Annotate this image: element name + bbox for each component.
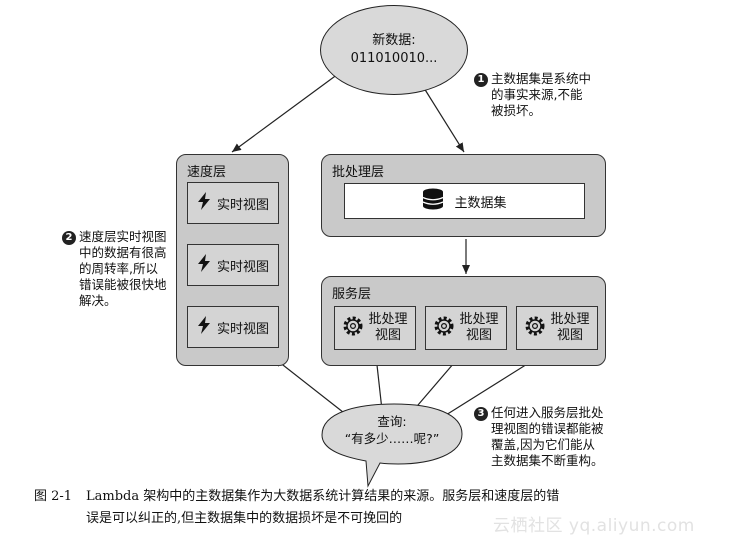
arrow-data-to-speed-layer: [231, 73, 339, 153]
batch-view-3-line-2: 视图: [556, 328, 583, 343]
batch-view-3-line-1: 批处理: [550, 312, 590, 327]
note-1-line-2: 的事实来源,不能: [491, 87, 583, 102]
realtime-view-3: 实时视图: [187, 306, 279, 348]
caption-line-1: Lambda 架构中的主数据集作为大数据系统计算结果的来源。服务层和速度层的错: [86, 489, 560, 504]
query-text: 查询: “有多少……呢?”: [328, 413, 456, 447]
note-2-line-4: 错误能被很快地: [79, 277, 167, 292]
batch-layer-panel: 批处理层 主数据集: [321, 154, 606, 237]
serving-layer-panel: 服务层 批处理 视图 批处理 视图 批处理 视图: [321, 276, 606, 366]
realtime-view-2-label: 实时视图: [216, 259, 269, 275]
figure-caption: 图 2-1 Lambda 架构中的主数据集作为大数据系统计算结果的来源。服务层和速…: [34, 486, 559, 530]
speed-layer-panel: 速度层 实时视图 实时视图 实时视图: [176, 154, 289, 366]
new-data-label: 新数据:: [372, 33, 416, 48]
realtime-view-2: 实时视图: [187, 244, 279, 286]
master-dataset-label: 主数据集: [454, 195, 507, 211]
note-2-badge: 2: [62, 231, 76, 245]
query-bubble: [321, 403, 463, 488]
batch-view-1: 批处理 视图: [334, 306, 416, 350]
realtime-view-1-label: 实时视图: [216, 197, 269, 213]
note-1-line-3: 被损坏。: [491, 103, 542, 118]
gear-icon: [524, 315, 546, 341]
speed-layer-title: 速度层: [187, 165, 227, 180]
realtime-view-3-label: 实时视图: [216, 321, 269, 337]
note-3-line-1: 任何进入服务层批处: [491, 405, 604, 420]
note-3-line-4: 主数据集不断重构。: [491, 453, 604, 468]
note-1-line-1: 主数据集是系统中: [491, 71, 592, 86]
figure-label: 图 2-1: [34, 489, 73, 504]
note-2-line-5: 解决。: [79, 293, 117, 308]
batch-view-1-line-2: 视图: [374, 328, 401, 343]
gear-icon: [433, 315, 455, 341]
new-data-bits: 011010010...: [350, 51, 438, 66]
query-label: 查询:: [377, 414, 407, 429]
batch-view-1-line-1: 批处理: [368, 312, 408, 327]
lightning-icon: [197, 192, 211, 214]
arrow-query-to-serving-view-3: [437, 355, 541, 421]
arrow-query-to-speed-layer: [273, 357, 349, 417]
watermark: 云栖社区 yq.aliyun.com: [493, 516, 695, 536]
note-3-badge: 3: [474, 407, 488, 421]
batch-view-3: 批处理 视图: [516, 306, 598, 350]
gear-icon: [342, 315, 364, 341]
serving-layer-title: 服务层: [332, 287, 372, 302]
batch-view-2-line-2: 视图: [465, 328, 492, 343]
new-data-oval: 新数据: 011010010...: [320, 5, 468, 95]
batch-layer-title: 批处理层: [332, 165, 385, 180]
note-3-line-3: 覆盖,因为它们能从: [491, 437, 595, 452]
database-icon: [422, 188, 444, 214]
note-2-line-2: 中的数据有很高: [79, 245, 167, 260]
caption-line-2: 误是可以纠正的,但主数据集中的数据损坏是不可挽回的: [86, 511, 403, 526]
query-question: “有多少……呢?”: [344, 431, 440, 446]
realtime-view-1: 实时视图: [187, 182, 279, 224]
note-2-line-3: 的周转率,所以: [79, 261, 158, 276]
master-dataset: 主数据集: [344, 183, 585, 219]
note-3-line-2: 理视图的错误都能被: [491, 421, 604, 436]
note-1-badge: 1: [474, 73, 488, 87]
note-2-line-1: 速度层实时视图: [79, 229, 167, 244]
lightning-icon: [197, 316, 211, 338]
batch-view-2: 批处理 视图: [425, 306, 507, 350]
batch-view-2-line-1: 批处理: [459, 312, 499, 327]
arrow-data-to-batch-layer: [423, 87, 465, 153]
lightning-icon: [197, 254, 211, 276]
